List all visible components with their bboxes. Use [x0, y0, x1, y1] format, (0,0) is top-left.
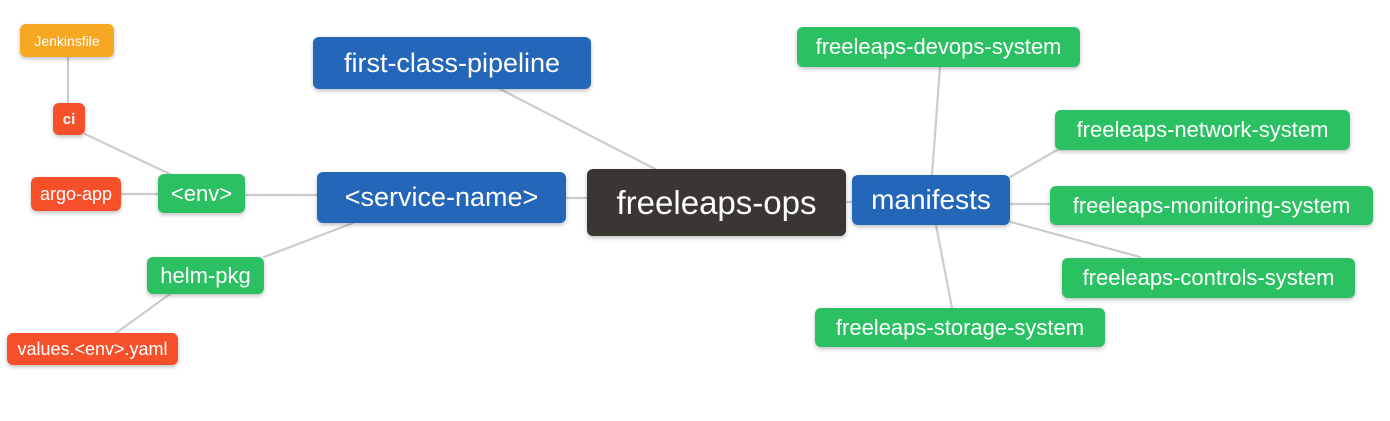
node-first-class-pipeline[interactable]: first-class-pipeline	[313, 37, 591, 89]
node-network-system[interactable]: freeleaps-network-system	[1055, 110, 1350, 150]
node-label: freeleaps-network-system	[1076, 117, 1329, 142]
edge-manifests-to-network-system	[1008, 148, 1059, 179]
node-label: freeleaps-ops	[616, 184, 817, 221]
node-helm-pkg[interactable]: helm-pkg	[147, 257, 264, 294]
node-service-name[interactable]: <service-name>	[317, 172, 566, 223]
edge-manifests-to-devops-system	[930, 65, 942, 177]
node-label: <service-name>	[344, 182, 539, 212]
edge-first-class-pipeline-to-freeleaps-ops	[498, 87, 657, 171]
node-label: values.<env>.yaml	[17, 339, 168, 359]
node-label: first-class-pipeline	[343, 47, 561, 78]
node-controls-system[interactable]: freeleaps-controls-system	[1062, 258, 1355, 298]
node-label: freeleaps-storage-system	[835, 314, 1085, 340]
node-label: helm-pkg	[160, 262, 251, 288]
node-label: manifests	[871, 184, 991, 215]
edge-service-name-to-helm-pkg	[262, 221, 355, 259]
node-manifests[interactable]: manifests	[852, 175, 1010, 225]
node-label: freeleaps-monitoring-system	[1072, 192, 1351, 218]
node-freeleaps-ops[interactable]: freeleaps-ops	[587, 169, 846, 236]
node-argo-app[interactable]: argo-app	[31, 177, 121, 211]
node-jenkinsfile[interactable]: Jenkinsfile	[20, 24, 114, 57]
node-label: ci	[62, 110, 76, 128]
edge-helm-pkg-to-values-env-yaml	[114, 292, 172, 335]
edge-manifests-to-controls-system	[1009, 220, 1142, 259]
edge-manifests-to-storage-system	[934, 223, 954, 310]
node-label: argo-app	[39, 184, 113, 204]
node-storage-system[interactable]: freeleaps-storage-system	[815, 308, 1105, 347]
node-label: freeleaps-devops-system	[815, 34, 1062, 59]
edge-ci-to-env	[83, 132, 176, 178]
node-label: <env>	[170, 180, 233, 206]
node-values-env-yaml[interactable]: values.<env>.yaml	[7, 333, 178, 365]
node-monitoring-system[interactable]: freeleaps-monitoring-system	[1050, 186, 1373, 225]
node-ci[interactable]: ci	[53, 103, 85, 135]
node-label: Jenkinsfile	[34, 32, 100, 49]
node-devops-system[interactable]: freeleaps-devops-system	[797, 27, 1080, 67]
node-label: freeleaps-controls-system	[1082, 265, 1335, 290]
node-env[interactable]: <env>	[158, 174, 245, 213]
